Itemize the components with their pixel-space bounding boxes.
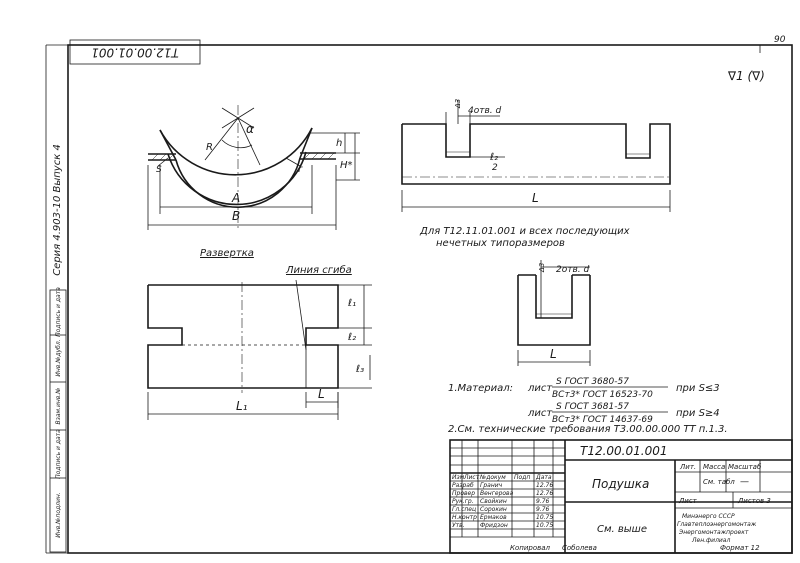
material-sheet-1: лист	[527, 383, 553, 394]
front-view	[147, 105, 360, 230]
role-4-name: Ермаков	[480, 514, 507, 521]
role-5: Утв.	[452, 522, 465, 529]
col-header-0: Изм	[452, 474, 465, 481]
dim-h: h	[336, 138, 342, 149]
role-1: Провер	[452, 490, 475, 497]
material-prefix: 1.Материал:	[448, 383, 513, 394]
dim-R: R	[206, 142, 213, 153]
material-1-bottom: ВСт3* ГОСТ 16523-70	[552, 390, 653, 400]
role-2-date: 9.76	[536, 498, 550, 505]
bend-line-label: Линия сгиба	[285, 264, 352, 276]
stamp-label-2: Взам.инв.№	[55, 388, 62, 425]
odd-hole-note: 2отв. d	[556, 265, 590, 275]
org-line-3: Энергомонтажпроект	[678, 529, 749, 536]
sheet-number: Лист	[678, 497, 698, 505]
side-dim-L: L	[532, 191, 539, 205]
rotated-code-box	[69, 39, 201, 65]
col-header-1: Лист	[463, 474, 480, 481]
role-4: Н.контр	[452, 514, 477, 521]
development-title: Развертка	[200, 248, 254, 259]
left-stamp-frame	[49, 289, 67, 553]
side-dim-l2-half: 2	[492, 163, 498, 173]
dim-A: A	[231, 191, 240, 205]
sheet-frame	[67, 44, 793, 554]
dim-S: S	[156, 165, 162, 175]
left-stamp-columns	[50, 334, 66, 479]
role-5-name: Фридзон	[480, 522, 508, 529]
stamp-label-3: Инв.№дубл.	[55, 339, 62, 376]
material-1-top: S ГОСТ 3680-57	[556, 377, 629, 387]
role-3-name: Сорокин	[480, 506, 507, 513]
side-view	[401, 100, 671, 212]
role-1-date: 12.76	[536, 490, 553, 497]
dim-r: r	[298, 164, 303, 175]
hdr-scale: Масштаб	[728, 463, 762, 471]
role-2: Рук.гр.	[452, 498, 474, 505]
role-5-date: 10.75	[536, 522, 553, 529]
material-2-top: S ГОСТ 3681-57	[556, 402, 629, 412]
col-header-3: Подп	[514, 474, 530, 481]
side-dim-l2: ℓ₂	[490, 152, 498, 163]
page-number: 90	[774, 35, 786, 45]
sheets-total: Листов 3	[737, 497, 771, 505]
note-2: 2.См. технические требования Т3.00.00.00…	[448, 423, 728, 435]
org-line-1: Минэнерго СССР	[682, 513, 735, 520]
col-header-4: Дата	[535, 474, 552, 481]
dev-dim-l2: ℓ₂	[348, 332, 356, 343]
org-line-2: Главтеплоэнергомонтаж	[677, 521, 757, 528]
stamp-label-4: Подпись и дата	[55, 287, 62, 337]
role-3: Гл.спец	[452, 506, 476, 513]
org-line-4: Лен.филиал	[691, 537, 730, 544]
dim-B: B	[232, 209, 240, 223]
role-4-date: 10.75	[536, 514, 553, 521]
hdr-lit: Лит.	[679, 463, 696, 471]
odd-dim-delta: Δ3	[538, 263, 546, 273]
material-1-cond: при S≤3	[676, 383, 720, 394]
dev-dim-L: L	[318, 387, 325, 401]
dev-dim-l3: ℓ₃	[356, 364, 364, 375]
development-view	[147, 279, 372, 420]
role-3-date: 9.76	[536, 506, 550, 513]
scale-value: —	[740, 477, 749, 487]
title-material-ref: См. выше	[597, 524, 647, 535]
side-caption-2: нечетных типоразмеров	[436, 238, 565, 249]
dev-dim-l1: ℓ₁	[348, 298, 356, 309]
role-1-name: Венгерова	[480, 490, 514, 497]
rotated-code: Т12.00.01.001	[91, 46, 179, 60]
col-header-2: №докум	[479, 474, 506, 481]
series-text: Серия 4.903-10 Выпуск 4	[52, 144, 63, 276]
odd-dim-L: L	[550, 347, 557, 361]
roughness-mark: ∇1 (∇)	[727, 69, 765, 83]
mass-value: См. табл	[703, 478, 735, 486]
title-designation: Т12.00.01.001	[580, 444, 668, 458]
odd-view	[517, 260, 591, 366]
title-name: Подушка	[592, 477, 649, 491]
title-block-frame	[449, 439, 793, 554]
material-sheet-2: лист	[527, 408, 553, 419]
hdr-mass: Масса	[703, 463, 725, 471]
copier-name: Соболева	[562, 544, 597, 552]
role-0-date: 12.76	[536, 482, 553, 489]
dim-H: H*	[340, 160, 353, 171]
dev-dim-L1: L₁	[236, 399, 248, 413]
role-0-name: Гранич	[480, 482, 503, 489]
side-caption-1: Для Т12.11.01.001 и всех последующих	[419, 226, 630, 237]
material-2-cond: при S≥4	[676, 408, 720, 419]
side-hole-note: 4отв. d	[468, 106, 502, 116]
format-label: Формат 12	[720, 544, 760, 552]
copied-label: Копировал	[510, 544, 551, 552]
dim-alpha: α	[246, 122, 254, 136]
role-2-name: Свойкин	[480, 498, 507, 505]
stamp-label-1: Подпись и дата	[55, 429, 62, 479]
role-0: Разраб	[452, 482, 474, 489]
side-dim-delta: Δ3	[454, 99, 462, 109]
stamp-label-0: Инв.№подлин.	[55, 492, 62, 537]
material-2-bottom: ВСт3* ГОСТ 14637-69	[552, 415, 653, 425]
